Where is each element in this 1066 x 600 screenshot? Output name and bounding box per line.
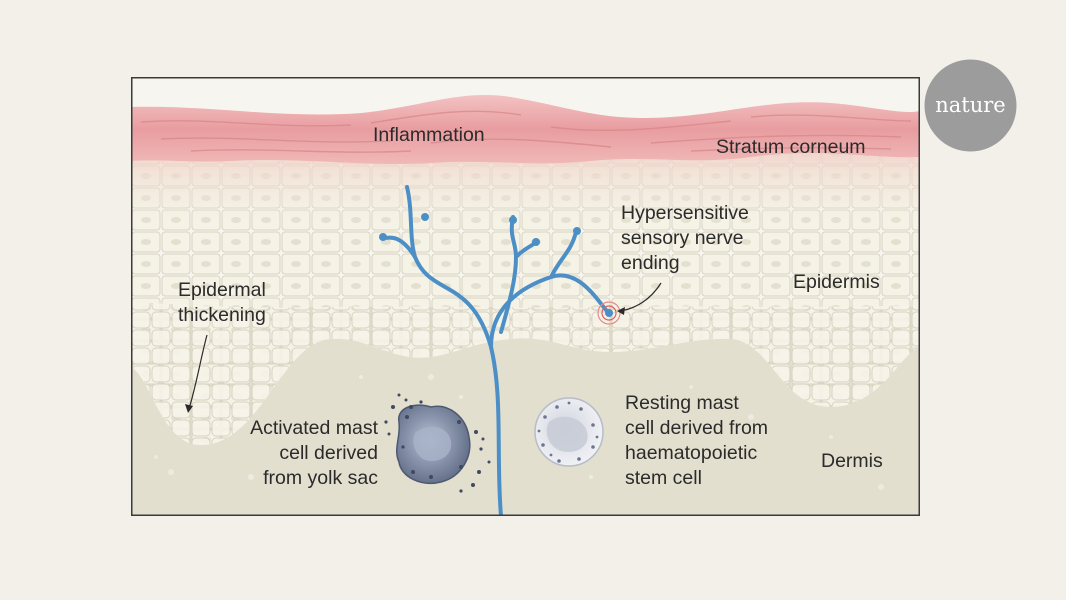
label-epidermal-thickening-1: Epidermal	[178, 279, 266, 301]
figure-frame	[131, 77, 920, 516]
label-resting-mast-1: Resting mast	[625, 392, 739, 414]
stratum-corneum-layer	[131, 94, 920, 164]
label-hypersensitive-3: ending	[621, 252, 680, 274]
label-stratum-corneum: Stratum corneum	[716, 136, 866, 158]
label-resting-mast-4: stem cell	[625, 467, 702, 489]
label-inflammation: Inflammation	[373, 124, 485, 146]
label-activated-mast-3: from yolk sac	[263, 467, 378, 489]
label-activated-mast-1: Activated mast	[250, 417, 378, 439]
hypersensitive-ending-icon	[597, 301, 621, 325]
activated-mast-cell	[384, 393, 491, 493]
logo-circle	[924, 59, 1017, 152]
label-dermis: Dermis	[821, 450, 883, 472]
arrow-heads	[185, 307, 625, 413]
label-resting-mast-2: cell derived from	[625, 417, 768, 439]
logo-text: nature	[935, 93, 1005, 117]
label-activated-mast-2: cell derived	[279, 442, 378, 464]
label-hypersensitive-2: sensory nerve	[621, 227, 743, 249]
nerve-fiber	[381, 185, 611, 516]
nerve-tips	[379, 213, 581, 246]
label-resting-mast-3: haematopoietic	[625, 442, 758, 464]
skin-diagram: Inflammation Stratum corneum Hypersensit…	[131, 77, 920, 516]
label-epidermis: Epidermis	[793, 271, 880, 293]
dermis-texture	[154, 374, 884, 490]
nature-logo: nature	[924, 59, 1017, 152]
label-hypersensitive-1: Hypersensitive	[621, 202, 749, 224]
corneum-texture	[140, 110, 912, 153]
label-epidermal-thickening-2: thickening	[178, 304, 266, 326]
inflamed-epidermis-tint	[131, 150, 920, 227]
resting-mast-cell	[534, 397, 604, 467]
rete-ridges	[131, 302, 920, 445]
